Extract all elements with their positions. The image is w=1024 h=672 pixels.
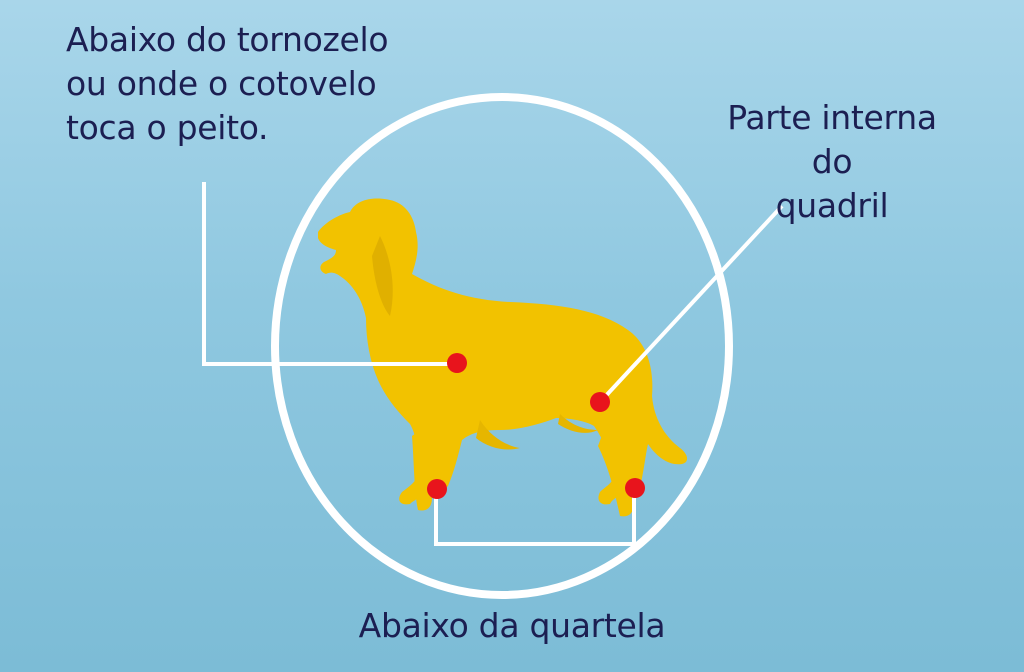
label-hip: Parte interna do quadril xyxy=(727,98,937,225)
marker-elbow xyxy=(447,353,467,373)
marker-rear-pastern xyxy=(625,478,645,498)
dog-silhouette-icon xyxy=(318,198,688,517)
label-elbow: Abaixo do tornozelo ou onde o cotovelo t… xyxy=(66,20,389,147)
markers xyxy=(427,353,645,499)
highlight-ring xyxy=(271,93,733,599)
marker-front-pastern xyxy=(427,479,447,499)
label-pastern: Abaixo da quartela xyxy=(358,606,666,645)
leader-line-hip xyxy=(600,204,784,402)
leader-line-elbow xyxy=(202,182,456,366)
marker-hip xyxy=(590,392,610,412)
leader-line-pastern xyxy=(434,488,636,546)
leader-lines xyxy=(202,182,784,546)
